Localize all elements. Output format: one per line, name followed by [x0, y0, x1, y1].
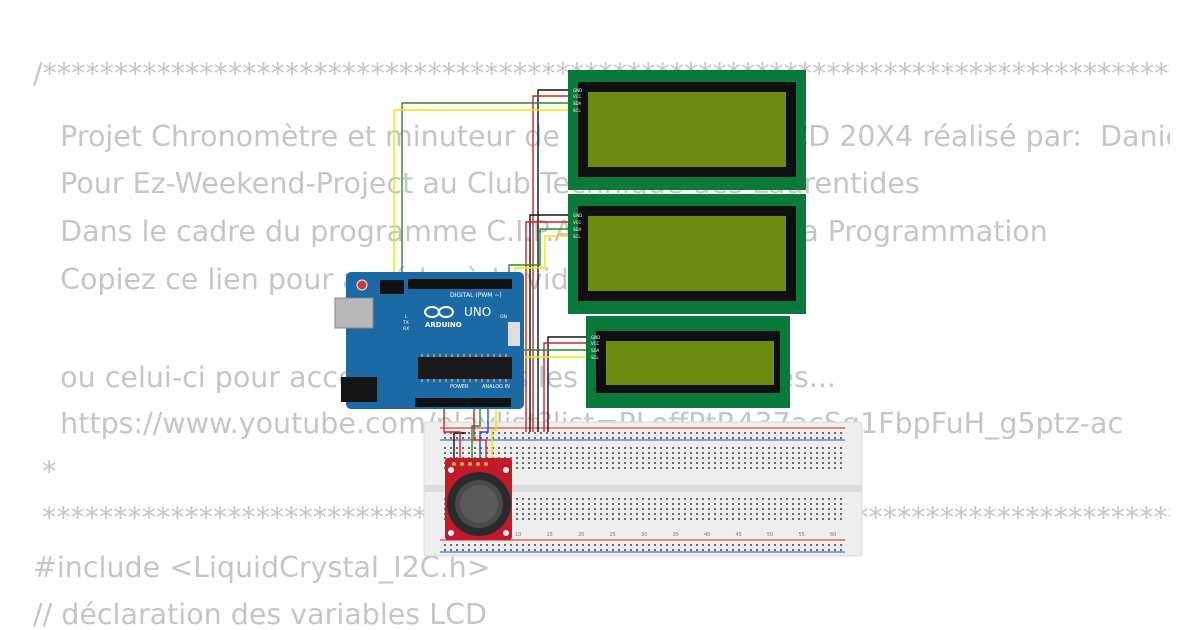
breadboard-column-number: 10	[515, 532, 521, 538]
wire-lcd3-scl	[513, 356, 589, 392]
code-line: *	[33, 455, 57, 488]
tx-label: TX	[402, 320, 409, 326]
breadboard-column-number: 40	[704, 532, 710, 538]
breadboard-column-number: 55	[799, 532, 805, 538]
on-label: ON	[500, 314, 507, 320]
wire-lcd1-vcc	[532, 95, 571, 432]
wire-lcd3-vcc	[543, 342, 589, 432]
lcd3-pin-scl: SCL	[591, 355, 599, 360]
breadboard-column-number: 50	[767, 532, 773, 538]
wire-lcd3-gnd	[547, 336, 589, 432]
lcd1-pin-sda: SDA	[573, 101, 582, 106]
wire-joy-vcc	[443, 404, 461, 460]
analog-label: ANALOG IN	[482, 384, 510, 390]
arduino-uno: DIGITAL (PWM ~) UNO ARDUINO L TX RX ON P…	[334, 272, 524, 409]
rx-label: RX	[403, 326, 409, 332]
wire-lcd2-gnd	[529, 214, 571, 432]
microcontroller-chip	[418, 357, 512, 379]
lcd1-pin-vcc: VCC	[573, 94, 582, 99]
arduino-model: UNO	[464, 305, 491, 319]
breadboard-column-number: 45	[736, 532, 742, 538]
breadboard-column-number: 30	[641, 532, 647, 538]
wire-lcd1-scl	[393, 109, 571, 283]
lcd2-pin-gnd: GND	[573, 213, 582, 218]
reset-button	[356, 279, 368, 291]
code-line: // déclaration des variables LCD	[33, 598, 487, 630]
wire-joy-sw	[491, 404, 497, 460]
arduino-brand: ARDUINO	[425, 321, 462, 329]
breadboard: 151015202530354045505560	[423, 421, 863, 557]
joystick-module	[445, 458, 512, 540]
power-label: POWER	[450, 384, 469, 390]
digital-header	[408, 279, 512, 289]
breadboard-holes	[444, 432, 842, 551]
breadboard-column-number: 15	[547, 532, 553, 538]
l-label: L	[405, 314, 408, 320]
digital-label: DIGITAL (PWM ~)	[450, 292, 502, 299]
wire-joy-vry	[479, 404, 489, 460]
lcd-display-3: GND VCC SDA SCL	[586, 316, 790, 408]
wire-joy-gnd	[453, 432, 466, 460]
lcd2-pin-vcc: VCC	[573, 220, 582, 225]
breadboard-column-numbers: 151015202530354045505560	[452, 532, 836, 538]
usb-port	[334, 297, 374, 329]
wires	[393, 89, 589, 460]
wire-lcd1-gnd	[537, 89, 571, 432]
breadboard-column-number: 60	[830, 532, 836, 538]
analog-power-header	[415, 398, 511, 407]
lcd-display-2: GND VCC SDA SCL	[568, 194, 806, 314]
lcd3-pin-vcc: VCC	[591, 341, 600, 346]
wire-joy-vrx	[471, 404, 481, 460]
breadboard-column-number: 35	[673, 532, 679, 538]
wire-lcd1-sda	[401, 102, 571, 283]
arduino-infinity-logo	[424, 306, 454, 318]
lcd1-pin-scl: SCL	[573, 108, 581, 113]
lcd-display-1: GND VCC SDA SCL	[568, 70, 806, 190]
lcd2-pin-sda: SDA	[573, 227, 582, 232]
breadboard-column-number: 25	[610, 532, 616, 538]
lcd1-pin-gnd: GND	[573, 88, 582, 93]
lcd3-pin-gnd: GND	[591, 335, 600, 340]
breadboard-column-number: 20	[578, 532, 584, 538]
wire-lcd2-vcc	[525, 221, 571, 432]
lcd2-pin-scl: SCL	[573, 234, 581, 239]
wire-joy-red2	[473, 404, 487, 460]
power-jack	[341, 377, 377, 402]
lcd3-pin-sda: SDA	[591, 348, 600, 353]
